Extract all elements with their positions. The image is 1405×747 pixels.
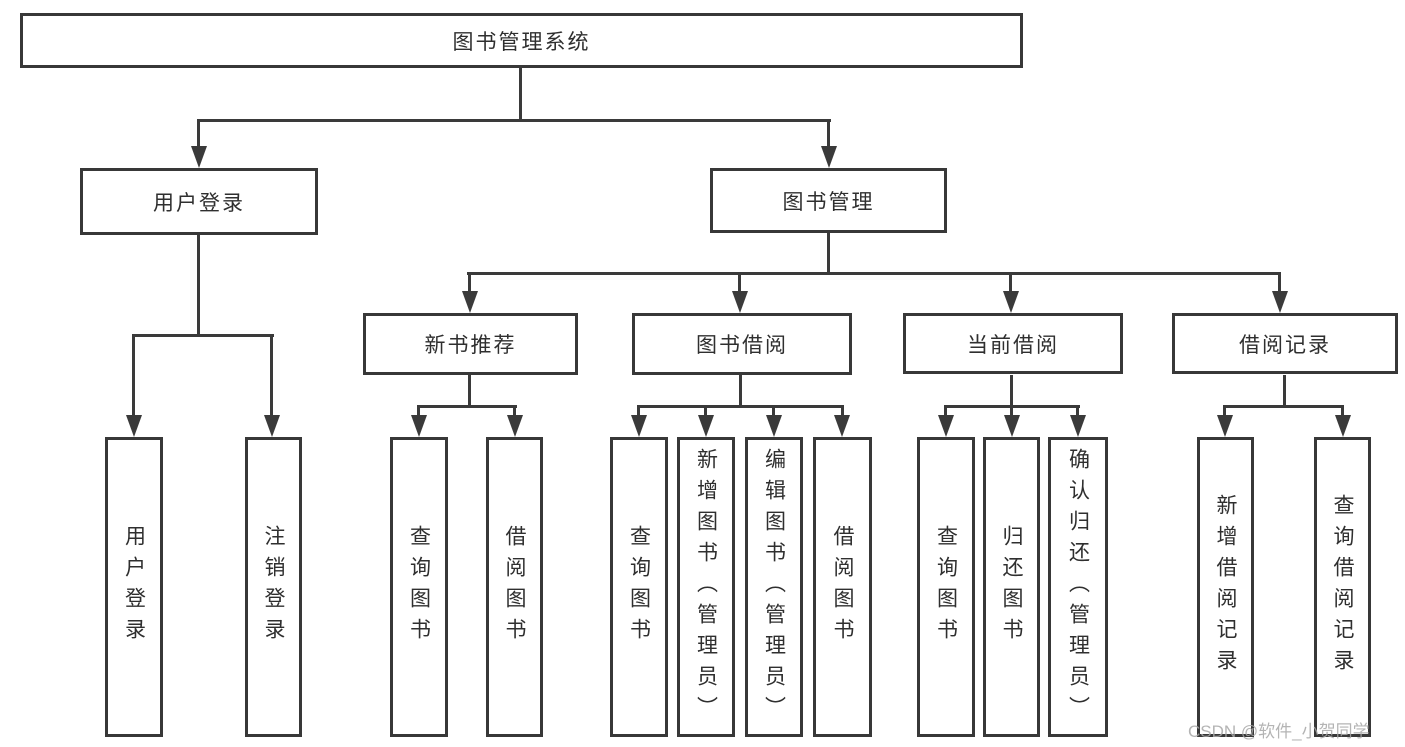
leaf-query-books: 查询图书 — [610, 437, 668, 737]
connector-line — [468, 375, 471, 407]
leaf-query-books: 查询图书 — [390, 437, 448, 737]
connector-line — [513, 407, 516, 417]
connector-line — [827, 233, 830, 274]
connector-line — [1223, 407, 1226, 417]
leaf-add-borrow-record: 新增借阅记录 — [1197, 437, 1254, 737]
arrowhead-down-icon — [766, 415, 782, 437]
connector-line — [1283, 375, 1286, 407]
arrowhead-down-icon — [1272, 291, 1288, 313]
connector-line — [944, 405, 1080, 408]
arrowhead-down-icon — [264, 415, 280, 437]
arrowhead-down-icon — [821, 146, 837, 168]
connector-line — [417, 407, 420, 417]
connector-line — [1341, 407, 1344, 417]
arrowhead-down-icon — [1070, 415, 1086, 437]
node-new-book-recommendation: 新书推荐 — [363, 313, 578, 375]
node-book-management: 图书管理 — [710, 168, 947, 233]
connector-line — [1009, 274, 1012, 294]
leaf-borrow-books: 借阅图书 — [486, 437, 543, 737]
connector-line — [1010, 407, 1013, 417]
connector-line — [637, 405, 844, 408]
connector-line — [772, 407, 775, 417]
connector-line — [704, 407, 707, 417]
arrowhead-down-icon — [126, 415, 142, 437]
arrowhead-down-icon — [631, 415, 647, 437]
connector-line — [944, 407, 947, 417]
connector-line — [468, 274, 471, 294]
connector-line — [197, 119, 831, 122]
connector-line — [132, 334, 274, 337]
connector-line — [1223, 405, 1344, 408]
leaf-borrow-books: 借阅图书 — [813, 437, 872, 737]
connector-line — [132, 336, 135, 418]
connector-line — [1010, 375, 1013, 407]
arrowhead-down-icon — [698, 415, 714, 437]
node-library-system: 图书管理系统 — [20, 13, 1023, 68]
leaf-return-books: 归还图书 — [983, 437, 1040, 737]
watermark: CSDN @软件_小贺同学 — [1188, 722, 1370, 741]
connector-line — [197, 121, 200, 149]
leaf-query-books: 查询图书 — [917, 437, 975, 737]
connector-line — [738, 274, 741, 294]
leaf-logout: 注销登录 — [245, 437, 302, 737]
connector-line — [270, 336, 273, 418]
connector-line — [519, 68, 522, 121]
connector-line — [1278, 274, 1281, 294]
connector-line — [637, 407, 640, 417]
connector-line — [841, 407, 844, 417]
arrowhead-down-icon — [1217, 415, 1233, 437]
arrowhead-down-icon — [1335, 415, 1351, 437]
node-current-borrowing: 当前借阅 — [903, 313, 1123, 374]
node-book-borrowing: 图书借阅 — [632, 313, 852, 375]
arrowhead-down-icon — [191, 146, 207, 168]
arrowhead-down-icon — [732, 291, 748, 313]
node-user-login: 用户登录 — [80, 168, 318, 235]
node-borrowing-records: 借阅记录 — [1172, 313, 1398, 374]
leaf-user-login: 用户登录 — [105, 437, 163, 737]
connector-line — [197, 235, 200, 336]
arrowhead-down-icon — [1003, 291, 1019, 313]
leaf-query-borrow-record: 查询借阅记录 — [1314, 437, 1371, 737]
arrowhead-down-icon — [507, 415, 523, 437]
connector-line — [467, 272, 1281, 275]
arrowhead-down-icon — [411, 415, 427, 437]
arrowhead-down-icon — [938, 415, 954, 437]
connector-line — [417, 405, 517, 408]
connector-line — [739, 375, 742, 407]
arrowhead-down-icon — [834, 415, 850, 437]
leaf-add-books-admin: 新增图书（管理员） — [677, 437, 735, 737]
leaf-edit-books-admin: 编辑图书（管理员） — [745, 437, 803, 737]
leaf-confirm-return-admin: 确认归还（管理员） — [1048, 437, 1108, 737]
arrowhead-down-icon — [1004, 415, 1020, 437]
arrowhead-down-icon — [462, 291, 478, 313]
connector-line — [827, 121, 830, 149]
connector-line — [1076, 407, 1079, 417]
